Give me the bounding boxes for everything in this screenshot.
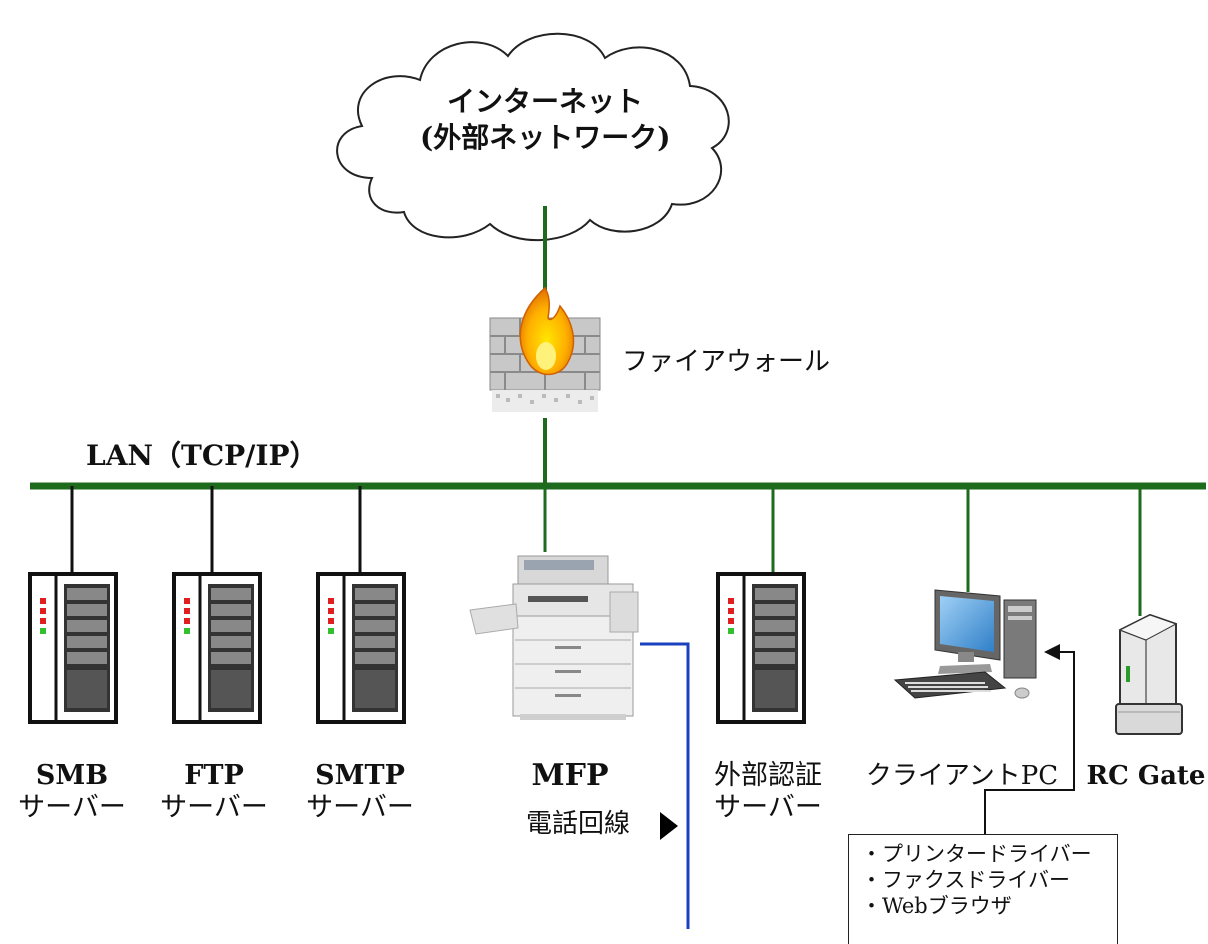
phone-arrow-icon [660,812,678,840]
software-item-printer-driver: ・プリンタードライバー [861,842,1092,866]
smb-server-icon [28,572,118,724]
internet-cloud [336,32,730,241]
smtp-server-icon [316,572,406,724]
internet-label-line1: インターネット [446,85,643,118]
client-pc-label: クライアントPC [862,760,1062,792]
mfp-printer-icon [469,555,639,720]
auth-label-line1: 外部認証 [714,760,822,791]
ftp-label-line1: FTP [184,760,244,791]
software-item-web-browser: ・Webブラウザ [861,894,1012,918]
rcgate-label-line1: RC Gate [1086,761,1206,791]
smtp-label-line1: SMTP [315,760,405,791]
client-software-box: ・プリンタードライバー ・ファクスドライバー ・Webブラウザ [848,834,1118,944]
firewall-label: ファイアウォール [622,347,831,377]
rc-gate-icon [1115,613,1183,735]
internet-label: インターネット (外部ネットワーク) [420,84,671,156]
lan-label: LAN（TCP/IP） [86,439,318,472]
rc-gate-label: RC Gate [1086,760,1206,792]
arrow-to-pc-icon [1044,644,1060,660]
ftp-server-label: FTP サーバー [152,760,276,824]
phone-line [640,642,690,929]
auth-label-line2: サーバー [714,792,822,823]
ftp-server-icon [172,572,262,724]
smb-server-label: SMB サーバー [10,760,134,824]
mfp-label: MFP [510,760,630,792]
client-pc-icon [893,589,1037,699]
ftp-label-line2: サーバー [160,792,268,823]
client-label-line1: クライアントPC [865,761,1059,791]
phone-line-label: 電話回線 [526,809,631,839]
smb-label-line1: SMB [35,760,109,791]
mfp-label-line1: MFP [531,758,609,793]
software-item-fax-driver: ・ファクスドライバー [861,868,1070,892]
smb-label-line2: サーバー [18,792,126,823]
auth-server-label: 外部認証 サーバー [698,760,838,824]
smtp-label-line2: サーバー [306,792,414,823]
firewall-icon [489,286,601,412]
auth-server-icon [716,572,806,724]
internet-label-line2: (外部ネットワーク) [420,121,671,154]
smtp-server-label: SMTP サーバー [298,760,422,824]
